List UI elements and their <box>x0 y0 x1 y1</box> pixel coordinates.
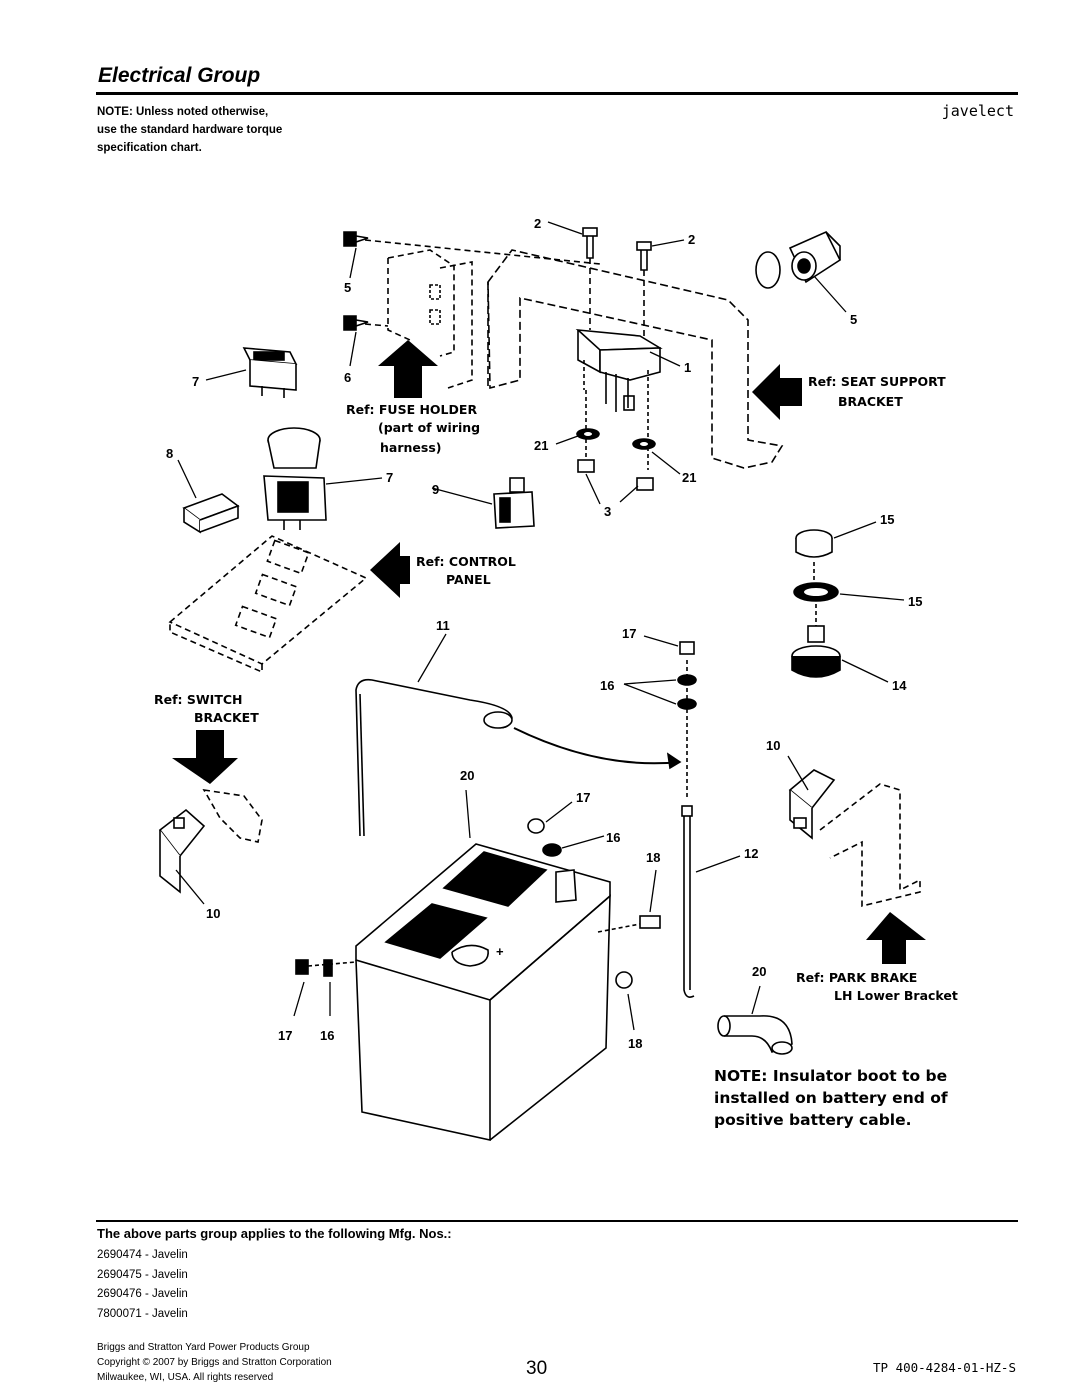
callout-4: 5 <box>850 312 857 327</box>
insulator-boot-note: NOTE: Insulator boot to be installed on … <box>714 1065 1014 1131</box>
washer-nut-items <box>576 428 656 491</box>
callout-18b: 18 <box>628 1036 642 1051</box>
callout-18a: 18 <box>646 850 660 865</box>
callout-8: 8 <box>166 446 173 461</box>
ref-seat-support-line1: Ref: SEAT SUPPORT <box>808 374 946 389</box>
callout-17b: 17 <box>576 790 590 805</box>
ref-switch-bracket-line2: BRACKET <box>194 710 259 725</box>
callout-20: 20 <box>752 964 766 979</box>
ref-fuse-holder-line1: Ref: FUSE HOLDER <box>346 402 477 417</box>
torque-note-line: use the standard hardware torque <box>97 124 283 136</box>
callout-16c: 16 <box>320 1028 334 1043</box>
footer-copyright: Briggs and Stratton Yard Power Products … <box>97 1340 332 1385</box>
switch-item-6 <box>242 347 298 398</box>
positive-cable-item-12 <box>681 805 695 998</box>
ref-control-panel-line1: Ref: CONTROL <box>416 554 516 569</box>
screw-item-5 <box>343 231 369 331</box>
footer-line: Copyright © 2007 by Briggs and Stratton … <box>97 1357 332 1368</box>
torque-note-line: NOTE: Unless noted otherwise, <box>97 106 269 118</box>
arrow-left-control-panel <box>370 542 410 598</box>
battery-hardware <box>295 818 661 989</box>
negative-cable-item-11 <box>355 678 682 837</box>
footer-line: Briggs and Stratton Yard Power Products … <box>97 1342 310 1353</box>
mfg-number-item: 2690474 - Javelin <box>97 1249 188 1261</box>
document-code: TP 400-4284-01-HZ-S <box>873 1360 1016 1375</box>
park-brake-switch-item-10 <box>788 769 836 840</box>
insulator-note-line: NOTE: Insulator boot to be <box>714 1067 948 1085</box>
svg-text:+: + <box>496 944 504 959</box>
ref-fuse-holder-line2: (part of wiring <box>378 420 480 435</box>
applies-heading: The above parts group applies to the fol… <box>97 1226 452 1241</box>
callout-21a: 21 <box>534 438 548 453</box>
callout-10a: 10 <box>766 738 780 753</box>
applies-rule <box>96 1220 1018 1222</box>
relay-item-1 <box>575 328 663 470</box>
callout-14: 15 <box>908 594 922 609</box>
page-title: Electrical Group <box>98 64 261 87</box>
mfg-number-item: 7800071 - Javelin <box>97 1307 188 1320</box>
hardware-stack-16-17 <box>677 641 697 800</box>
insulator-boot-item-20 <box>717 1015 793 1055</box>
ref-control-panel-line2: PANEL <box>446 572 491 587</box>
power-outlet-item-4 <box>755 230 842 289</box>
control-panel-plate <box>168 535 368 674</box>
callout-3: 3 <box>604 504 611 519</box>
ref-switch-bracket-line1: Ref: SWITCH <box>154 692 243 707</box>
switch-bracket-left <box>158 788 263 894</box>
seat-support-bracket <box>364 239 784 469</box>
torque-note: NOTE: Unless noted otherwise, use the st… <box>97 103 357 157</box>
callout-1: 1 <box>684 360 691 375</box>
callout-21b: 21 <box>682 470 696 485</box>
page-number: 30 <box>526 1358 548 1379</box>
arrow-up-fuse-holder <box>378 340 438 398</box>
reference-arrows <box>172 340 926 964</box>
callout-15: 15 <box>880 512 894 527</box>
callout-9: 9 <box>432 482 439 497</box>
mfg-number-item: 2690475 - Javelin <box>97 1268 188 1281</box>
callout-16a: 16 <box>600 678 614 693</box>
leader-lines <box>175 221 905 1031</box>
mfg-number-item: 2690476 - Javelin <box>97 1288 188 1300</box>
callout-16b: 16 <box>606 830 620 845</box>
callout-numbers: 2 2 5 5 6 7 1 21 21 3 8 7 9 15 15 14 11 … <box>166 216 922 1051</box>
bolt-item-2 <box>582 227 652 340</box>
cover-item-8 <box>182 493 240 534</box>
pto-switch-item-7 <box>263 427 327 530</box>
callout-7: 7 <box>386 470 393 485</box>
ref-seat-support-line2: BRACKET <box>838 394 903 409</box>
callout-2b: 2 <box>688 232 695 247</box>
callout-11: 11 <box>436 618 450 633</box>
seat-switch-item-9 <box>493 477 535 529</box>
ref-park-brake-line2: LH Lower Bracket <box>834 988 958 1003</box>
ignition-switch-items <box>791 529 841 678</box>
callout-12: 12 <box>744 846 758 861</box>
battery: + <box>355 843 611 1141</box>
insulator-note-line: installed on battery end of <box>714 1089 948 1107</box>
ref-park-brake-line1: Ref: PARK BRAKE <box>796 970 917 985</box>
insulator-note-line: positive battery cable. <box>714 1111 912 1129</box>
callout-19: 20 <box>460 768 474 783</box>
callout-10b: 10 <box>206 906 220 921</box>
arrow-left-seat-support <box>752 364 802 420</box>
torque-note-line: specification chart. <box>97 142 202 154</box>
callout-17a: 17 <box>622 626 636 641</box>
callout-6: 7 <box>192 374 199 389</box>
park-brake-bracket <box>819 783 921 908</box>
footer-line: Milwaukee, WI, USA. All rights reserved <box>97 1372 274 1383</box>
callout-5a: 5 <box>344 280 351 295</box>
arrow-up-park-brake <box>866 912 926 964</box>
title-rule <box>96 92 1018 95</box>
ref-fuse-holder-line3: harness) <box>380 440 441 455</box>
mfg-number-list: 2690474 - Javelin 2690475 - Javelin 2690… <box>97 1246 188 1324</box>
callout-17c: 17 <box>278 1028 292 1043</box>
callout-5b: 6 <box>344 370 351 385</box>
arrow-down-switch-bracket <box>172 730 238 784</box>
callout-2a: 2 <box>534 216 541 231</box>
reference-labels: Ref: FUSE HOLDER (part of wiring harness… <box>154 374 958 1003</box>
callout-13: 14 <box>892 678 907 693</box>
group-code: javelect <box>941 102 1014 120</box>
